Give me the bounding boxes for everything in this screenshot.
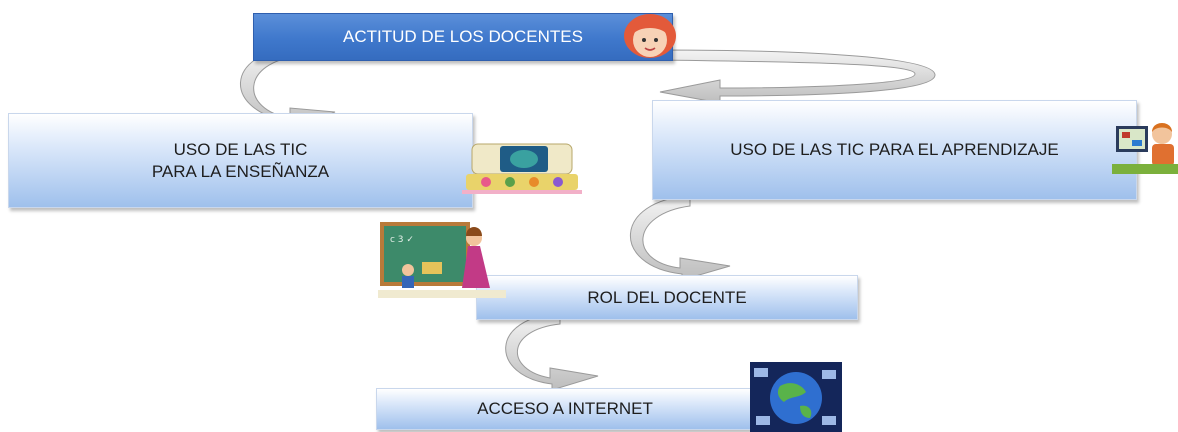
node-rol-docente: ROL DEL DOCENTE (476, 275, 858, 320)
curved-arrow-4 (505, 313, 599, 391)
node-rol-label: ROL DEL DOCENTE (587, 287, 747, 307)
teacher-student-icon: c 3 ✓ (378, 222, 506, 298)
curved-arrow-2 (659, 49, 936, 104)
curved-arrow-3 (629, 195, 731, 281)
node-uso-tic-aprendizaje: USO DE LAS TIC PARA EL APRENDIZAJE (652, 100, 1137, 200)
child-computer-icon (1112, 123, 1178, 174)
node-acceso-internet: ACCESO A INTERNET (376, 388, 754, 430)
node-uso-ensenanza-label: USO DE LAS TIC PARA LA ENSEÑANZA (151, 140, 330, 181)
classroom-computer-icon (462, 143, 582, 194)
globe-network-icon (750, 362, 842, 432)
node-actitud-docentes: ACTITUD DE LOS DOCENTES (253, 13, 673, 61)
node-uso-tic-ensenanza: USO DE LAS TIC PARA LA ENSEÑANZA (8, 113, 473, 208)
svg-text:c 3 ✓: c 3 ✓ (390, 235, 414, 245)
girl-face-icon (624, 14, 676, 58)
node-uso-aprendizaje-label: USO DE LAS TIC PARA EL APRENDIZAJE (730, 140, 1059, 160)
node-actitud-label: ACTITUD DE LOS DOCENTES (343, 27, 583, 47)
node-acceso-label: ACCESO A INTERNET (477, 399, 653, 419)
